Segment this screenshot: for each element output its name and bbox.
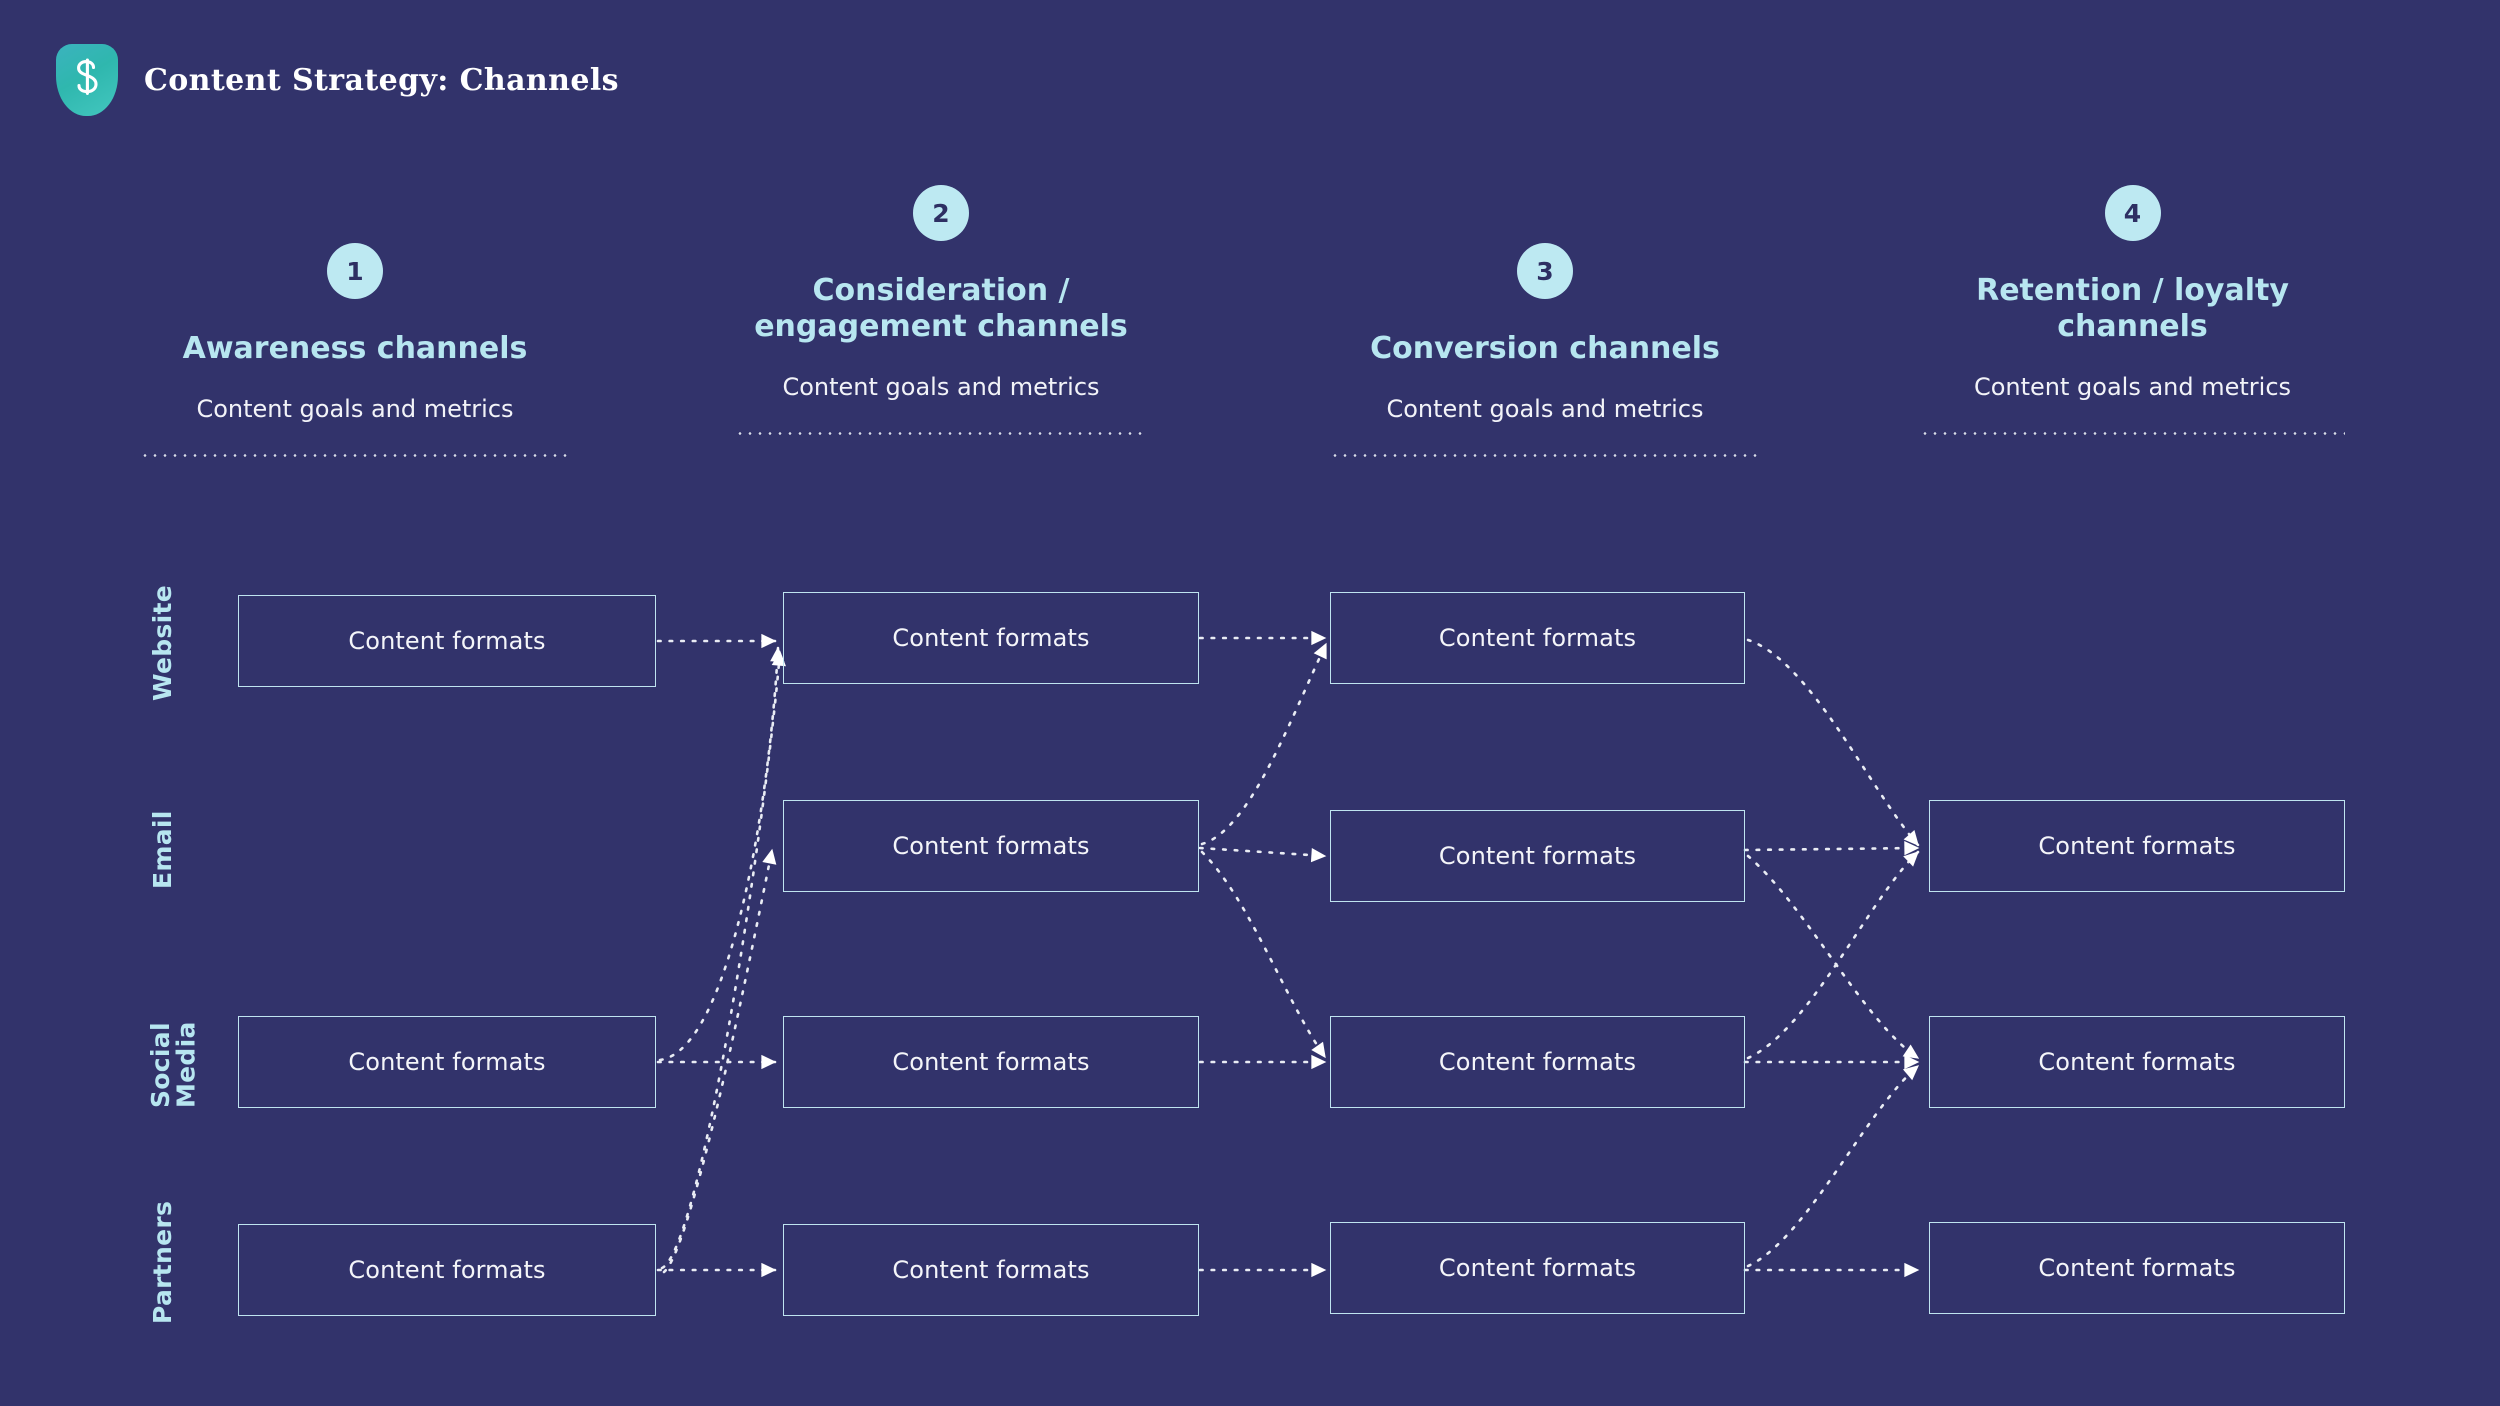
cell-social-consideration[interactable]: Content formats — [783, 1016, 1199, 1108]
column-title-3: Conversion channels — [1370, 331, 1720, 366]
column-title-2: Consideration / engagement channels — [754, 273, 1128, 344]
step-badge-2: 2 — [913, 185, 969, 241]
cell-label: Content formats — [1438, 624, 1637, 652]
page-header: Content Strategy: Channels — [56, 44, 619, 116]
column-subtitle-4: Content goals and metrics — [1973, 373, 2292, 401]
column-divider-1 — [140, 453, 570, 457]
cell-label: Content formats — [2038, 1048, 2236, 1076]
row-label-social-media: Social Media — [146, 1021, 201, 1109]
step-badge-3: 3 — [1517, 243, 1573, 299]
column-title-4: Retention / loyalty channels — [1976, 273, 2289, 344]
cell-partners-retention[interactable]: Content formats — [1929, 1222, 2345, 1314]
cell-social-awareness[interactable]: Content formats — [238, 1016, 656, 1108]
cell-label: Content formats — [348, 1048, 546, 1076]
column-subtitle-1: Content goals and metrics — [196, 395, 514, 423]
cell-website-consideration[interactable]: Content formats — [783, 592, 1199, 684]
cell-label: Content formats — [892, 832, 1090, 860]
cell-label: Content formats — [892, 1048, 1090, 1076]
cell-label: Content formats — [1438, 1254, 1637, 1282]
column-header-3: 3 Conversion channels Content goals and … — [1330, 243, 1760, 457]
cell-label: Content formats — [1438, 842, 1637, 870]
column-header-4: 4 Retention / loyalty channels Content g… — [1920, 185, 2345, 435]
cell-social-retention[interactable]: Content formats — [1929, 1016, 2345, 1108]
cell-email-consideration[interactable]: Content formats — [783, 800, 1199, 892]
cell-partners-conversion[interactable]: Content formats — [1330, 1222, 1745, 1314]
column-title-1: Awareness channels — [182, 331, 528, 366]
cell-label: Content formats — [2038, 1254, 2236, 1282]
cell-label: Content formats — [892, 1256, 1090, 1284]
column-divider-4 — [1920, 431, 2345, 435]
column-subtitle-3: Content goals and metrics — [1386, 395, 1704, 423]
cell-label: Content formats — [348, 627, 546, 655]
row-label-website: Website — [148, 585, 177, 701]
column-header-1: 1 Awareness channels Content goals and m… — [140, 243, 570, 457]
cell-label: Content formats — [892, 624, 1090, 652]
cell-partners-awareness[interactable]: Content formats — [238, 1224, 656, 1316]
cell-email-conversion[interactable]: Content formats — [1330, 810, 1745, 902]
cell-label: Content formats — [348, 1256, 546, 1284]
cell-label: Content formats — [2038, 832, 2236, 860]
cell-label: Content formats — [1438, 1048, 1637, 1076]
row-label-partners: Partners — [148, 1200, 177, 1324]
step-badge-1: 1 — [327, 243, 383, 299]
column-divider-2 — [735, 431, 1147, 435]
column-subtitle-2: Content goals and metrics — [782, 373, 1100, 401]
cell-website-awareness[interactable]: Content formats — [238, 595, 656, 687]
column-divider-3 — [1330, 453, 1760, 457]
s-shield-logo-icon — [56, 44, 118, 116]
column-header-2: 2 Consideration / engagement channels Co… — [735, 185, 1147, 435]
row-label-email: Email — [148, 810, 177, 890]
cell-social-conversion[interactable]: Content formats — [1330, 1016, 1745, 1108]
step-badge-4: 4 — [2104, 185, 2161, 241]
cell-email-retention[interactable]: Content formats — [1929, 800, 2345, 892]
page-title: Content Strategy: Channels — [144, 62, 619, 98]
cell-partners-consideration[interactable]: Content formats — [783, 1224, 1199, 1316]
cell-website-conversion[interactable]: Content formats — [1330, 592, 1745, 684]
